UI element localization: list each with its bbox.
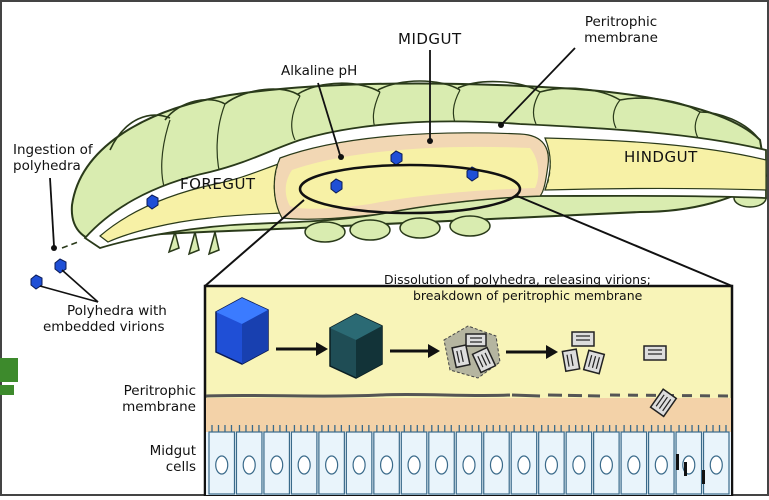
virion-in-cell — [676, 454, 679, 470]
peritrophic-membrane-inset-label-line2: membrane — [90, 400, 196, 415]
cell-nucleus-icon — [408, 456, 420, 474]
ingestion-label-line2: polyhedra — [13, 159, 81, 174]
cell-nucleus-icon — [326, 456, 338, 474]
cell-nucleus-icon — [353, 456, 365, 474]
midgut-cells-label-line2: cells — [90, 460, 196, 475]
alkaline-ph-label: Alkaline pH — [281, 64, 357, 79]
polyhedron-icon — [330, 314, 382, 378]
peritrophic-membrane-label-line1: Peritrophic — [566, 15, 676, 30]
polyhedra-label-line2: embedded virions — [43, 320, 165, 335]
edge-fragment — [0, 358, 18, 382]
dissolution-label-line1: Dissolution of polyhedra, releasing viri… — [384, 272, 651, 287]
virion-icon — [644, 346, 666, 360]
peritrophic-membrane-inset-label-line1: Peritrophic — [90, 384, 196, 399]
cell-nucleus-icon — [628, 456, 640, 474]
edge-fragment — [0, 385, 14, 395]
virion-icon — [466, 334, 486, 346]
virion-in-cell — [702, 470, 705, 484]
virion-icon — [572, 332, 594, 346]
cell-nucleus-icon — [271, 456, 283, 474]
virion-icon — [562, 349, 579, 371]
midgut-cell-row — [209, 425, 729, 494]
midgut-cells-label-line1: Midgut — [90, 444, 196, 459]
polyhedron-icon — [216, 298, 268, 364]
dissolution-label-line2: breakdown of peritrophic membrane — [413, 288, 642, 303]
foregut-label: FOREGUT — [180, 177, 256, 192]
virion-in-cell — [684, 462, 687, 476]
cell-nucleus-icon — [298, 456, 310, 474]
ingestion-label-line1: Ingestion of — [13, 143, 93, 158]
cell-nucleus-icon — [573, 456, 585, 474]
cell-nucleus-icon — [518, 456, 530, 474]
cell-nucleus-icon — [463, 456, 475, 474]
cell-nucleus-icon — [545, 456, 557, 474]
cell-nucleus-icon — [436, 456, 448, 474]
hindgut-label: HINDGUT — [624, 150, 698, 165]
cell-nucleus-icon — [710, 456, 722, 474]
polyhedra-label-line1: Polyhedra with — [67, 304, 167, 319]
cell-nucleus-icon — [655, 456, 667, 474]
midgut-label: MIDGUT — [398, 32, 462, 47]
cell-nucleus-icon — [490, 456, 502, 474]
virion-icon — [452, 345, 470, 367]
cell-nucleus-icon — [216, 456, 228, 474]
cell-nucleus-icon — [381, 456, 393, 474]
peritrophic-membrane-label-line2: membrane — [566, 31, 676, 46]
cell-nucleus-icon — [600, 456, 612, 474]
cell-nucleus-icon — [243, 456, 255, 474]
